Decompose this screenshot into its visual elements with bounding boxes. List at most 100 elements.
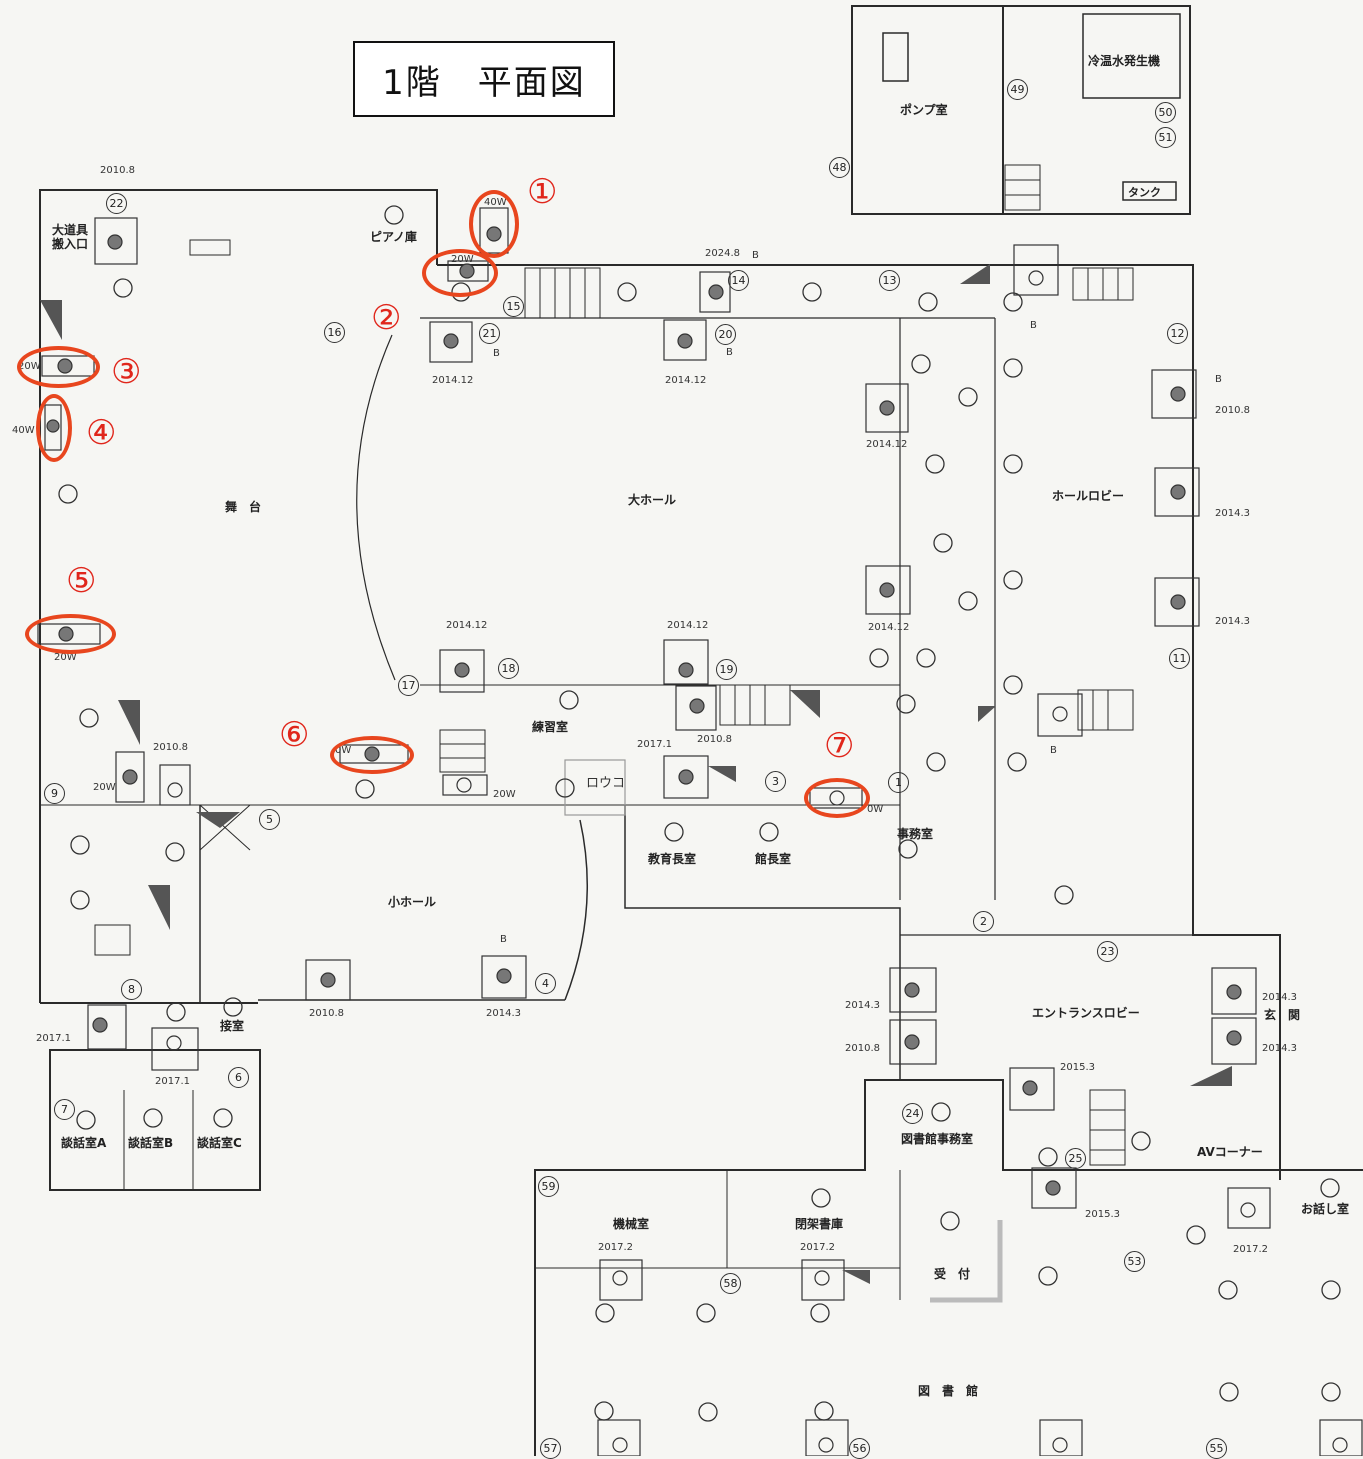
fixture-number: 3 <box>765 771 786 792</box>
battery-mark: B <box>1050 745 1057 756</box>
exit-sign-marks <box>40 264 1232 1284</box>
room-label-main-hall: 大ホール <box>628 493 677 507</box>
room-label-props-2: 搬入口 <box>52 237 89 251</box>
date-label: 2010.8 <box>845 1043 880 1054</box>
wattage-label: 40W <box>12 425 35 436</box>
battery-mark: B <box>1215 374 1222 385</box>
battery-mark: B <box>1030 320 1037 331</box>
highlight-ellipse-4 <box>36 394 72 462</box>
fixture-number: 12 <box>1167 323 1188 344</box>
date-label: 2017.1 <box>155 1076 190 1087</box>
date-label: 2015.3 <box>1085 1209 1120 1220</box>
date-label: 2014.3 <box>845 1000 880 1011</box>
date-label: 2010.8 <box>309 1008 344 1019</box>
fixture-number: 20 <box>715 324 736 345</box>
room-label-talk-a: 談話室A <box>61 1136 107 1150</box>
highlight-ellipse-6 <box>330 736 414 774</box>
downlight-symbols <box>58 205 1341 1422</box>
room-label-stage: 舞 台 <box>225 500 262 514</box>
handwritten-note: ロウコ <box>586 776 626 791</box>
battery-mark: B <box>726 347 733 358</box>
highlight-ellipse-2 <box>422 249 498 297</box>
room-label-education-chief: 教育長室 <box>648 852 697 866</box>
fixture-number: 49 <box>1007 79 1028 100</box>
fixture-number: 9 <box>44 783 65 804</box>
page-title: 1階 平面図 <box>353 41 615 117</box>
date-label: 2014.3 <box>1262 1043 1297 1054</box>
date-label: 2014.3 <box>1262 992 1297 1003</box>
date-label: 2017.2 <box>598 1242 633 1253</box>
fixture-number: 22 <box>106 193 127 214</box>
battery-mark: B <box>493 348 500 359</box>
date-label: 2014.3 <box>486 1008 521 1019</box>
date-label: 2014.12 <box>868 622 910 633</box>
highlight-ellipse-1 <box>469 190 519 258</box>
date-label: 2014.3 <box>1215 616 1250 627</box>
room-label-entrance: 玄 関 <box>1264 1008 1301 1022</box>
date-label: 2014.12 <box>446 620 488 631</box>
fixture-number: 25 <box>1065 1148 1086 1169</box>
room-label-talk-b: 談話室B <box>128 1136 174 1150</box>
room-label-piano: ピアノ庫 <box>370 230 417 244</box>
fixture-symbols <box>37 207 1363 1456</box>
room-label-props-1: 大道具 <box>52 223 89 237</box>
room-label-story: お話し室 <box>1301 1202 1350 1216</box>
fixture-number: 2 <box>973 911 994 932</box>
room-label-chiller: 冷温水発生機 <box>1088 54 1161 68</box>
marker-7: ⑦ <box>824 726 855 766</box>
fixture-number: 18 <box>498 658 519 679</box>
date-label: 2017.2 <box>1233 1244 1268 1255</box>
wattage-label: 20W <box>93 782 116 793</box>
room-label-talk-c: 談話室C <box>197 1136 242 1150</box>
fixture-number: 5 <box>259 809 280 830</box>
pump-room-outline <box>851 5 1191 215</box>
date-label: 2017.1 <box>36 1033 71 1044</box>
fixture-number: 14 <box>728 270 749 291</box>
fixture-number: 53 <box>1124 1251 1145 1272</box>
fixture-number: 23 <box>1097 941 1118 962</box>
room-label-office: 事務室 <box>897 827 934 841</box>
date-label: 2024.8 <box>705 248 740 259</box>
fixture-number: 16 <box>324 322 345 343</box>
room-label-director: 館長室 <box>755 852 792 866</box>
date-label: 2010.8 <box>1215 405 1250 416</box>
room-label-entrance-lobby: エントランスロビー <box>1032 1006 1140 1020</box>
date-label: 2014.12 <box>665 375 707 386</box>
fixture-number: 8 <box>121 979 142 1000</box>
room-label-av: AVコーナー <box>1197 1145 1263 1159</box>
room-label-hall-lobby: ホールロビー <box>1052 489 1125 503</box>
stair-hatches <box>94 164 1134 1166</box>
date-label: 2014.3 <box>1215 508 1250 519</box>
fixture-number: 21 <box>479 323 500 344</box>
fixture-number: 48 <box>829 157 850 178</box>
battery-mark: B <box>752 250 759 261</box>
date-label: 2010.8 <box>153 742 188 753</box>
date-label: 2017.1 <box>637 739 672 750</box>
fixture-number: 4 <box>535 973 556 994</box>
room-label-reception: 受 付 <box>934 1267 971 1281</box>
room-label-tank: タンク <box>1128 186 1161 199</box>
fixture-number: 19 <box>716 659 737 680</box>
room-label-small-hall: 小ホール <box>388 895 437 909</box>
date-label: 2014.12 <box>667 620 709 631</box>
highlight-ellipse-3 <box>17 346 100 388</box>
battery-mark: B <box>500 934 507 945</box>
room-label-reception-room: 接室 <box>220 1019 245 1033</box>
fixture-number: 17 <box>398 675 419 696</box>
room-label-library-office: 図書館事務室 <box>901 1132 974 1146</box>
highlight-ellipse-7 <box>804 778 870 818</box>
date-label: 2017.2 <box>800 1242 835 1253</box>
fixture-number: 50 <box>1155 102 1176 123</box>
date-label: 2014.12 <box>866 439 908 450</box>
room-label-stacks: 閉架書庫 <box>795 1217 844 1231</box>
fixture-number: 7 <box>54 1099 75 1120</box>
fixture-number: 6 <box>228 1067 249 1088</box>
highlight-ellipse-5 <box>25 614 116 654</box>
room-label-machine: 機械室 <box>613 1217 650 1231</box>
date-label: 2014.12 <box>432 375 474 386</box>
room-label-practice: 練習室 <box>532 720 569 734</box>
fixture-number: 1 <box>888 772 909 793</box>
marker-1: ① <box>527 172 558 212</box>
fixture-number: 59 <box>538 1176 559 1197</box>
